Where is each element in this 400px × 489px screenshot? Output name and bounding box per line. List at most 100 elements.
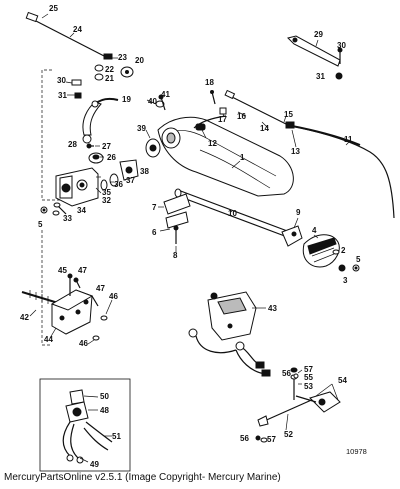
callout-40: 40 [148, 97, 157, 106]
callout-56b: 56 [240, 434, 249, 443]
screw-8 [173, 225, 179, 244]
callout-54: 54 [338, 376, 347, 385]
inset-box [39, 378, 131, 472]
callout-56: 56 [282, 369, 291, 378]
washer-46 [100, 315, 108, 321]
callout-17: 17 [218, 115, 227, 124]
callout-31: 31 [58, 91, 67, 100]
cap-20 [120, 66, 134, 78]
clip-17 [219, 107, 227, 115]
nut-57b [260, 437, 268, 443]
callout-48: 48 [100, 406, 109, 415]
throttle-cable-11 [291, 125, 395, 219]
callout-42: 42 [20, 313, 29, 322]
callout-46: 46 [109, 292, 118, 301]
nut-56b [255, 435, 261, 441]
callout-52: 52 [284, 430, 293, 439]
callout-55: 55 [304, 373, 313, 382]
screw-3 [338, 264, 346, 272]
shift-lever-19 [91, 97, 119, 108]
callout-27: 27 [102, 142, 111, 151]
callout-57: 57 [304, 365, 313, 374]
callout-11: 11 [344, 135, 353, 144]
callout-13: 13 [291, 147, 300, 156]
callout-57b: 57 [267, 435, 276, 444]
callout-10: 10 [228, 209, 237, 218]
screw-41 [158, 94, 166, 111]
callout-38: 38 [140, 167, 149, 176]
spacer-37 [109, 173, 119, 187]
callout-37: 37 [126, 176, 135, 185]
callout-2: 2 [341, 246, 346, 255]
callout-41: 41 [161, 90, 170, 99]
callout-22: 22 [105, 65, 114, 74]
callout-34: 34 [77, 206, 86, 215]
friction-rod-14 [224, 89, 295, 129]
washer-46b [92, 335, 100, 341]
drawing-number: 10978 [346, 447, 367, 456]
callout-4: 4 [312, 226, 317, 235]
callout-5b: 5 [356, 255, 361, 264]
washer-36 [100, 179, 108, 191]
callout-32: 32 [102, 196, 111, 205]
lanyard-clip-50 [69, 389, 85, 405]
callout-36: 36 [114, 180, 123, 189]
shift-housing [55, 167, 99, 207]
callout-1: 1 [240, 153, 245, 162]
throttle-cable-12 [193, 115, 227, 131]
callout-18: 18 [205, 78, 214, 87]
nut-56 [293, 373, 299, 379]
throttle-grip-4 [302, 234, 340, 268]
bolt-30 [71, 79, 82, 86]
callout-8: 8 [173, 251, 178, 260]
pivot-plate-39 [145, 138, 161, 158]
bracket-7 [163, 193, 191, 229]
callout-5: 5 [38, 220, 43, 229]
callout-47b: 47 [96, 284, 105, 293]
callout-12: 12 [208, 139, 217, 148]
callout-44: 44 [44, 335, 53, 344]
callout-6: 6 [152, 228, 157, 237]
callout-9: 9 [296, 208, 301, 217]
screw-45 [67, 273, 73, 296]
image-caption: MercuryPartsOnline v2.5.1 (Image Copyrig… [4, 472, 281, 483]
callout-43: 43 [268, 304, 277, 313]
screw-18 [210, 90, 216, 105]
washer-22 [94, 64, 104, 72]
callout-30b: 30 [337, 41, 346, 50]
callout-25: 25 [49, 4, 58, 13]
nut-5 [40, 206, 48, 214]
callout-47: 47 [78, 266, 87, 275]
cam-38 [119, 159, 139, 181]
callout-20: 20 [135, 56, 144, 65]
screw-27 [86, 143, 94, 149]
bolt-30b [337, 47, 343, 64]
callout-16: 16 [237, 112, 246, 121]
wire-harness-49 [62, 421, 84, 464]
callout-28: 28 [68, 140, 77, 149]
callout-31b: 31 [316, 72, 325, 81]
washer-33 [52, 210, 60, 216]
nut-31 [74, 92, 82, 99]
bracket-54 [295, 391, 341, 413]
callout-15: 15 [284, 110, 293, 119]
callout-7: 7 [152, 203, 157, 212]
lever-29 [287, 35, 341, 67]
callout-30: 30 [57, 76, 66, 85]
tiller-handle-1 [157, 116, 294, 197]
nut-31b [335, 72, 343, 80]
shift-rod-52 [257, 397, 317, 427]
callout-53: 53 [304, 382, 313, 391]
nut-57 [290, 367, 298, 373]
shift-link-28 [82, 101, 102, 144]
callout-21: 21 [105, 74, 114, 83]
callout-45: 45 [58, 266, 67, 275]
arm-9 [281, 225, 303, 247]
wire-harness-43 [188, 328, 271, 377]
nut-5b [352, 264, 360, 272]
nut-21 [94, 73, 104, 81]
callout-46b: 46 [79, 339, 88, 348]
callout-19: 19 [122, 95, 131, 104]
shift-shaft-10 [174, 188, 291, 239]
